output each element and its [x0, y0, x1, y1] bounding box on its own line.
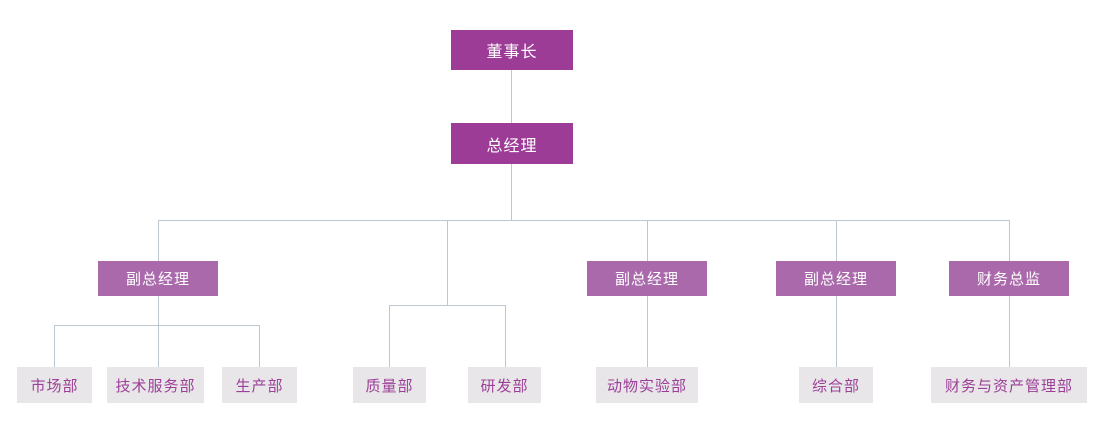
node-quality-dept: 质量部 [353, 367, 426, 403]
connector-drop-general-aff [836, 296, 837, 367]
connector-drop-marketing [54, 325, 55, 367]
connector-drop-mid-branch [447, 220, 448, 305]
node-chairman: 董事长 [451, 30, 573, 70]
node-tech-service-dept: 技术服务部 [107, 367, 204, 403]
node-rnd-dept: 研发部 [468, 367, 541, 403]
node-finance-asset-dept: 财务与资产管理部 [931, 367, 1087, 403]
node-deputy-gm-1: 副总经理 [98, 261, 218, 296]
connector-drop-quality [389, 305, 390, 367]
connector-drop-finance-asset [1009, 296, 1010, 367]
connector-mid-horizontal [389, 305, 505, 306]
node-deputy-gm-2: 副总经理 [587, 261, 707, 296]
connector-deputy1-horizontal [54, 325, 259, 326]
connector-drop-finance-dir [1009, 220, 1010, 261]
connector-drop-production [259, 325, 260, 367]
connector-deputy1-stub [158, 296, 159, 325]
node-animal-lab-dept: 动物实验部 [596, 367, 698, 403]
connector-drop-deputy-gm-1 [158, 220, 159, 261]
node-marketing-dept: 市场部 [17, 367, 92, 403]
node-general-affairs-dept: 综合部 [799, 367, 873, 403]
connector-gm-trunk [511, 164, 512, 220]
connector-drop-deputy-gm-2 [647, 220, 648, 261]
connector-drop-rnd [505, 305, 506, 367]
node-production-dept: 生产部 [222, 367, 297, 403]
connector-drop-deputy-gm-3 [836, 220, 837, 261]
connector-chairman-gm [511, 70, 512, 123]
connector-drop-tech-service [158, 325, 159, 367]
node-finance-director: 财务总监 [949, 261, 1069, 296]
node-general-manager: 总经理 [451, 123, 573, 164]
connector-drop-animal-lab [647, 296, 648, 367]
connector-main-horizontal [158, 220, 1009, 221]
node-deputy-gm-3: 副总经理 [776, 261, 896, 296]
